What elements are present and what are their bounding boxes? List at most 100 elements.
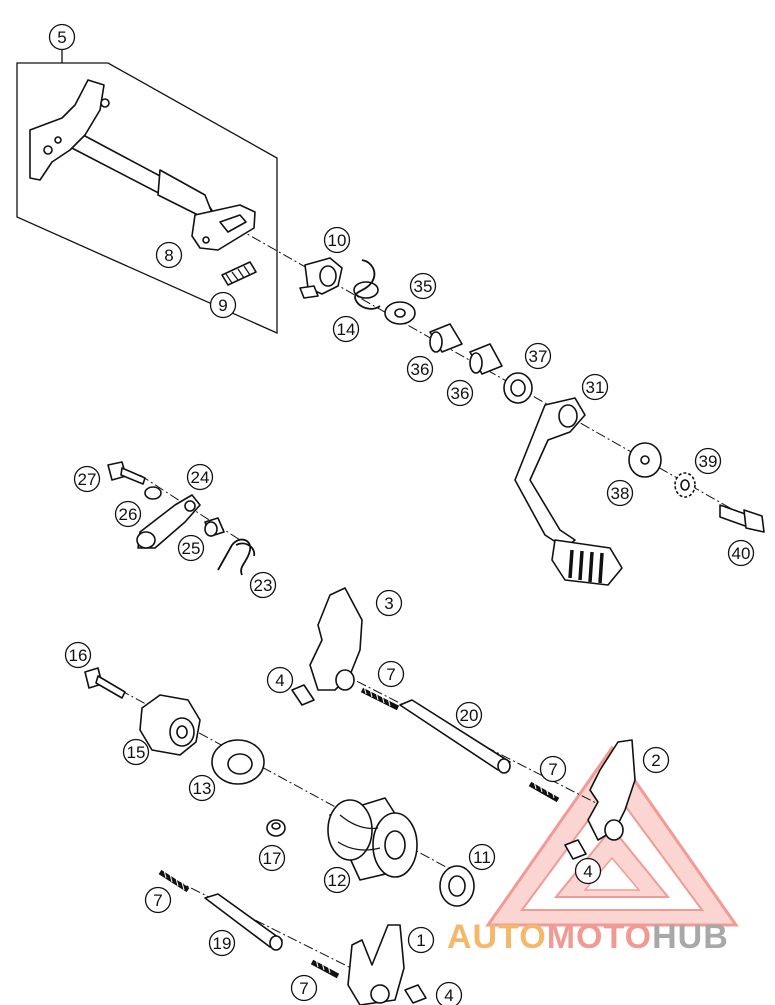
guide-pin-4a <box>291 684 315 706</box>
callout-number: 10 <box>328 231 347 250</box>
callout-c27: 27 <box>73 465 101 493</box>
callout-c11: 11 <box>468 843 496 871</box>
callout-c16: 16 <box>64 641 92 669</box>
guide-pin-4c <box>404 984 427 1004</box>
callout-circle <box>73 465 101 493</box>
callout-circle <box>208 929 236 957</box>
callout-number: 35 <box>414 277 433 296</box>
callout-number: 26 <box>119 505 138 524</box>
callout-circle <box>290 974 318 1002</box>
callout-number: 25 <box>182 539 201 558</box>
callout-c10: 10 <box>323 226 351 254</box>
callout-c31: 31 <box>581 373 609 401</box>
callout-circle <box>332 315 360 343</box>
callout-circle <box>209 291 237 319</box>
shift-fork-3 <box>309 587 363 691</box>
callout-number: 13 <box>193 779 212 798</box>
callout-c4a: 4 <box>266 666 294 694</box>
callout-circle <box>581 373 609 401</box>
spring-7d <box>310 958 340 979</box>
assembly-box-5 <box>16 50 278 335</box>
spring-7c <box>158 869 190 893</box>
callout-circle <box>524 342 552 370</box>
callout-c1: 1 <box>407 926 435 954</box>
washer-35 <box>384 301 416 325</box>
callout-circle <box>694 447 722 475</box>
callout-circle <box>144 886 172 914</box>
callout-circle <box>642 746 670 774</box>
lock-washer-39 <box>674 472 696 498</box>
callout-circle <box>122 738 150 766</box>
callout-number: 39 <box>699 452 718 471</box>
callout-circle <box>188 774 216 802</box>
callout-c15: 15 <box>122 738 150 766</box>
callout-circle <box>407 926 435 954</box>
callout-circle <box>375 589 403 617</box>
callout-circle <box>574 857 602 885</box>
callout-number: 24 <box>191 468 210 487</box>
watermark-part-moto: MOTO <box>546 918 653 956</box>
callout-c7b: 7 <box>539 755 567 783</box>
callout-c3: 3 <box>375 589 403 617</box>
callout-number: 23 <box>254 576 273 595</box>
callout-number: 4 <box>583 862 592 881</box>
callout-circle <box>249 571 277 599</box>
shift-lever-31 <box>514 397 623 586</box>
callout-circle <box>64 641 92 669</box>
roller-25 <box>204 517 225 537</box>
callout-c39: 39 <box>694 447 722 475</box>
shift-fork-2 <box>587 739 636 841</box>
fork-rail-19 <box>204 893 283 951</box>
watermark-text: AUTOMOTOHUB <box>447 918 773 966</box>
callout-circle <box>377 660 405 688</box>
callout-c7d: 7 <box>290 974 318 1002</box>
callout-circle <box>468 843 496 871</box>
callout-number: 1 <box>416 931 425 950</box>
callout-circle <box>323 226 351 254</box>
shift-shaft-assembly <box>29 79 256 251</box>
callout-c4b: 4 <box>574 857 602 885</box>
callout-circle <box>177 534 205 562</box>
callout-number: 19 <box>213 934 232 953</box>
callout-c17: 17 <box>258 844 286 872</box>
callout-number: 11 <box>473 848 491 867</box>
bolt-16 <box>84 667 126 699</box>
callout-c13: 13 <box>188 774 216 802</box>
bearing-13 <box>211 739 265 785</box>
callout-c14: 14 <box>332 315 360 343</box>
callout-c23: 23 <box>249 571 277 599</box>
spring-7a <box>360 685 400 711</box>
shift-fork-1 <box>347 924 405 1005</box>
callout-circle <box>323 866 351 894</box>
callout-number: 12 <box>328 871 347 890</box>
callout-circle <box>114 500 142 528</box>
washer-26 <box>144 486 162 500</box>
callout-number: 31 <box>586 378 605 397</box>
callout-number: 4 <box>444 986 453 1005</box>
callout-circle <box>446 379 474 407</box>
watermark-part-auto: AUTO <box>447 918 547 956</box>
callout-c20: 20 <box>455 701 483 729</box>
callout-number: 20 <box>460 706 479 725</box>
callout-c36b: 36 <box>446 379 474 407</box>
bolt-27 <box>107 461 146 485</box>
callout-c26: 26 <box>114 500 142 528</box>
bolt-40 <box>719 504 765 533</box>
callout-c7a: 7 <box>377 660 405 688</box>
callout-number: 14 <box>337 320 356 339</box>
callout-c7c: 7 <box>144 886 172 914</box>
locking-lever-24 <box>136 494 201 549</box>
callout-c24: 24 <box>186 463 214 491</box>
callout-circle <box>258 844 286 872</box>
callout-c12: 12 <box>323 866 351 894</box>
guide-plate-10 <box>299 257 343 299</box>
callout-c19: 19 <box>208 929 236 957</box>
callout-number: 36 <box>411 360 430 379</box>
callout-c37: 37 <box>524 342 552 370</box>
callout-number: 36 <box>451 384 470 403</box>
callout-c5: 5 <box>48 23 76 51</box>
watermark-part-hub: HUB <box>652 918 729 956</box>
spring-7b <box>528 780 560 803</box>
callout-c38: 38 <box>606 479 634 507</box>
